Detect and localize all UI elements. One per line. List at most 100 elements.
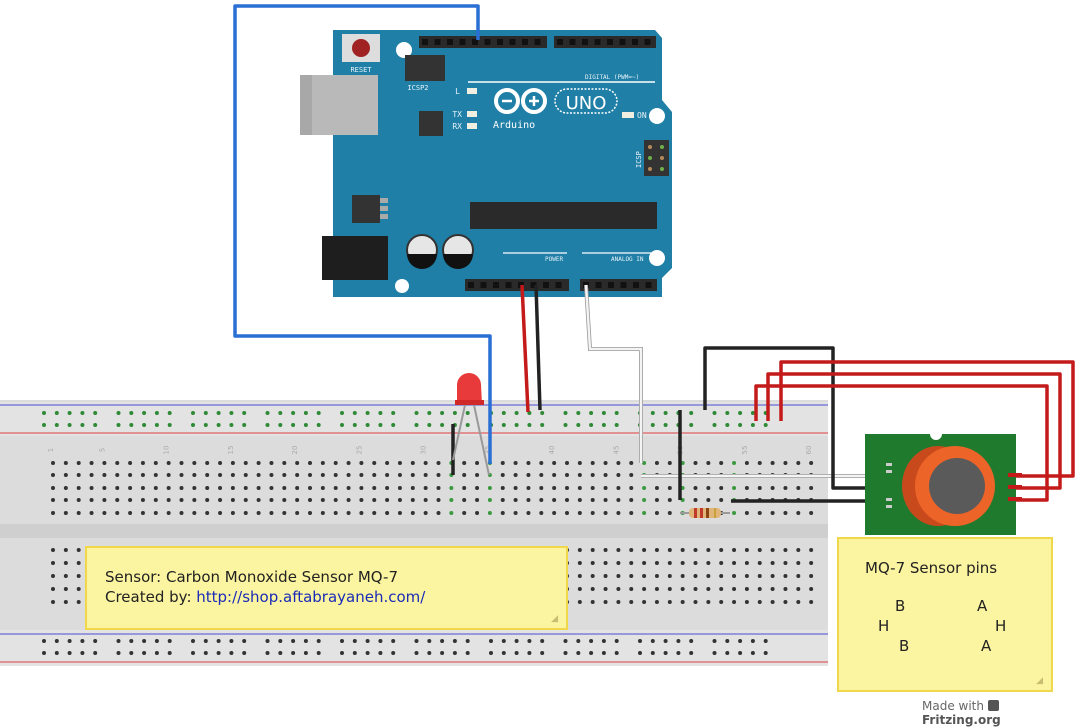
terminal-hole bbox=[513, 511, 518, 515]
terminal-hole bbox=[333, 473, 338, 477]
terminal-hole bbox=[346, 461, 351, 465]
rail-hole bbox=[42, 411, 46, 415]
terminal-hole bbox=[140, 461, 145, 465]
rail-hole bbox=[42, 639, 46, 643]
rail-hole bbox=[501, 651, 506, 655]
terminal-hole bbox=[667, 511, 672, 515]
rail-hole bbox=[601, 639, 606, 643]
rail-hole bbox=[589, 639, 594, 643]
rail-hole bbox=[142, 411, 147, 415]
terminal-hole bbox=[706, 498, 711, 502]
rail-hole bbox=[203, 639, 208, 643]
column-number: 55 bbox=[741, 446, 749, 455]
red-led bbox=[452, 373, 490, 476]
header-pin bbox=[632, 39, 638, 45]
rail-hole bbox=[42, 651, 46, 655]
terminal-hole bbox=[577, 574, 582, 578]
wire-red-sensor-3 bbox=[754, 384, 1049, 502]
header-pin bbox=[468, 282, 474, 288]
rail-hole bbox=[452, 639, 457, 643]
rail-hole bbox=[650, 423, 655, 427]
terminal-hole bbox=[63, 511, 68, 515]
terminal-hole bbox=[796, 548, 801, 552]
rail-hole bbox=[540, 411, 545, 415]
terminal-hole bbox=[500, 461, 505, 465]
terminal-hole bbox=[719, 587, 724, 591]
terminal-hole bbox=[732, 561, 737, 565]
terminal-hole bbox=[654, 561, 659, 565]
terminal-hole bbox=[770, 461, 775, 465]
terminal-hole bbox=[372, 461, 377, 465]
terminal-hole bbox=[166, 498, 171, 502]
note-resize-handle[interactable]: ◢ bbox=[551, 614, 558, 624]
sensor-name-text: Sensor: Carbon Monoxide Sensor MQ-7 bbox=[105, 568, 398, 586]
mount-hole bbox=[395, 279, 409, 293]
terminal-hole bbox=[153, 473, 158, 477]
rail-hole bbox=[229, 411, 234, 415]
terminal-hole bbox=[565, 498, 569, 502]
terminal-hole bbox=[577, 600, 582, 604]
rail-hole bbox=[242, 651, 247, 655]
arduino-logo: UNO Arduino bbox=[493, 88, 618, 131]
terminal-hole bbox=[115, 498, 120, 502]
terminal-hole bbox=[475, 486, 480, 490]
terminal-hole bbox=[680, 574, 685, 578]
column-number: 10 bbox=[163, 446, 171, 455]
rail-hole bbox=[650, 651, 655, 655]
model-label: UNO bbox=[566, 93, 607, 114]
rail-hole bbox=[563, 411, 568, 415]
rail-hole bbox=[191, 651, 195, 655]
terminal-hole bbox=[63, 574, 68, 578]
rail-hole bbox=[501, 423, 506, 427]
terminal-hole bbox=[192, 473, 197, 477]
rail-hole bbox=[242, 639, 247, 643]
terminal-hole bbox=[269, 486, 274, 490]
analog-header bbox=[580, 279, 657, 291]
column-number: 1 bbox=[47, 448, 55, 452]
rail-hole bbox=[465, 423, 470, 427]
creator-link[interactable]: http://shop.aftabrayaneh.com/ bbox=[196, 588, 426, 606]
terminal-hole bbox=[667, 486, 672, 490]
terminal-hole bbox=[243, 473, 248, 477]
terminal-hole bbox=[89, 461, 94, 465]
terminal-hole bbox=[770, 587, 775, 591]
rail-hole bbox=[278, 639, 283, 643]
rail-hole bbox=[540, 651, 545, 655]
rail-hole bbox=[340, 423, 344, 427]
terminal-hole bbox=[436, 486, 441, 490]
reset-button-cap bbox=[352, 39, 370, 57]
terminal-hole bbox=[590, 587, 595, 591]
terminal-hole bbox=[140, 511, 145, 515]
created-by-line: Created by: http://shop.aftabrayaneh.com… bbox=[105, 588, 425, 606]
rail-hole bbox=[750, 411, 755, 415]
terminal-hole bbox=[487, 486, 492, 490]
terminal-hole bbox=[680, 587, 685, 591]
terminal-hole bbox=[809, 461, 814, 465]
rail-hole bbox=[576, 411, 581, 415]
rail-hole bbox=[291, 651, 296, 655]
rail-hole bbox=[391, 651, 396, 655]
rail-hole bbox=[167, 423, 172, 427]
note-resize-handle[interactable]: ◢ bbox=[1036, 676, 1043, 686]
terminal-hole bbox=[475, 473, 480, 477]
terminal-hole bbox=[436, 461, 441, 465]
header-pin bbox=[493, 282, 499, 288]
rail-hole bbox=[67, 423, 72, 427]
terminal-hole bbox=[552, 473, 557, 477]
resistor bbox=[680, 508, 730, 518]
terminal-hole bbox=[295, 511, 300, 515]
rail-hole bbox=[663, 423, 668, 427]
terminal-hole bbox=[76, 461, 81, 465]
rail-hole bbox=[414, 651, 419, 655]
rail-hole bbox=[452, 411, 457, 415]
rail-hole bbox=[712, 651, 717, 655]
terminal-hole bbox=[372, 511, 377, 515]
rail-hole bbox=[191, 639, 195, 643]
terminal-hole bbox=[385, 473, 390, 477]
terminal-hole bbox=[706, 561, 711, 565]
rail-hole bbox=[378, 651, 383, 655]
terminal-hole bbox=[63, 486, 68, 490]
terminal-hole bbox=[744, 574, 749, 578]
header-pin bbox=[509, 39, 516, 45]
column-number: 5 bbox=[98, 448, 106, 452]
